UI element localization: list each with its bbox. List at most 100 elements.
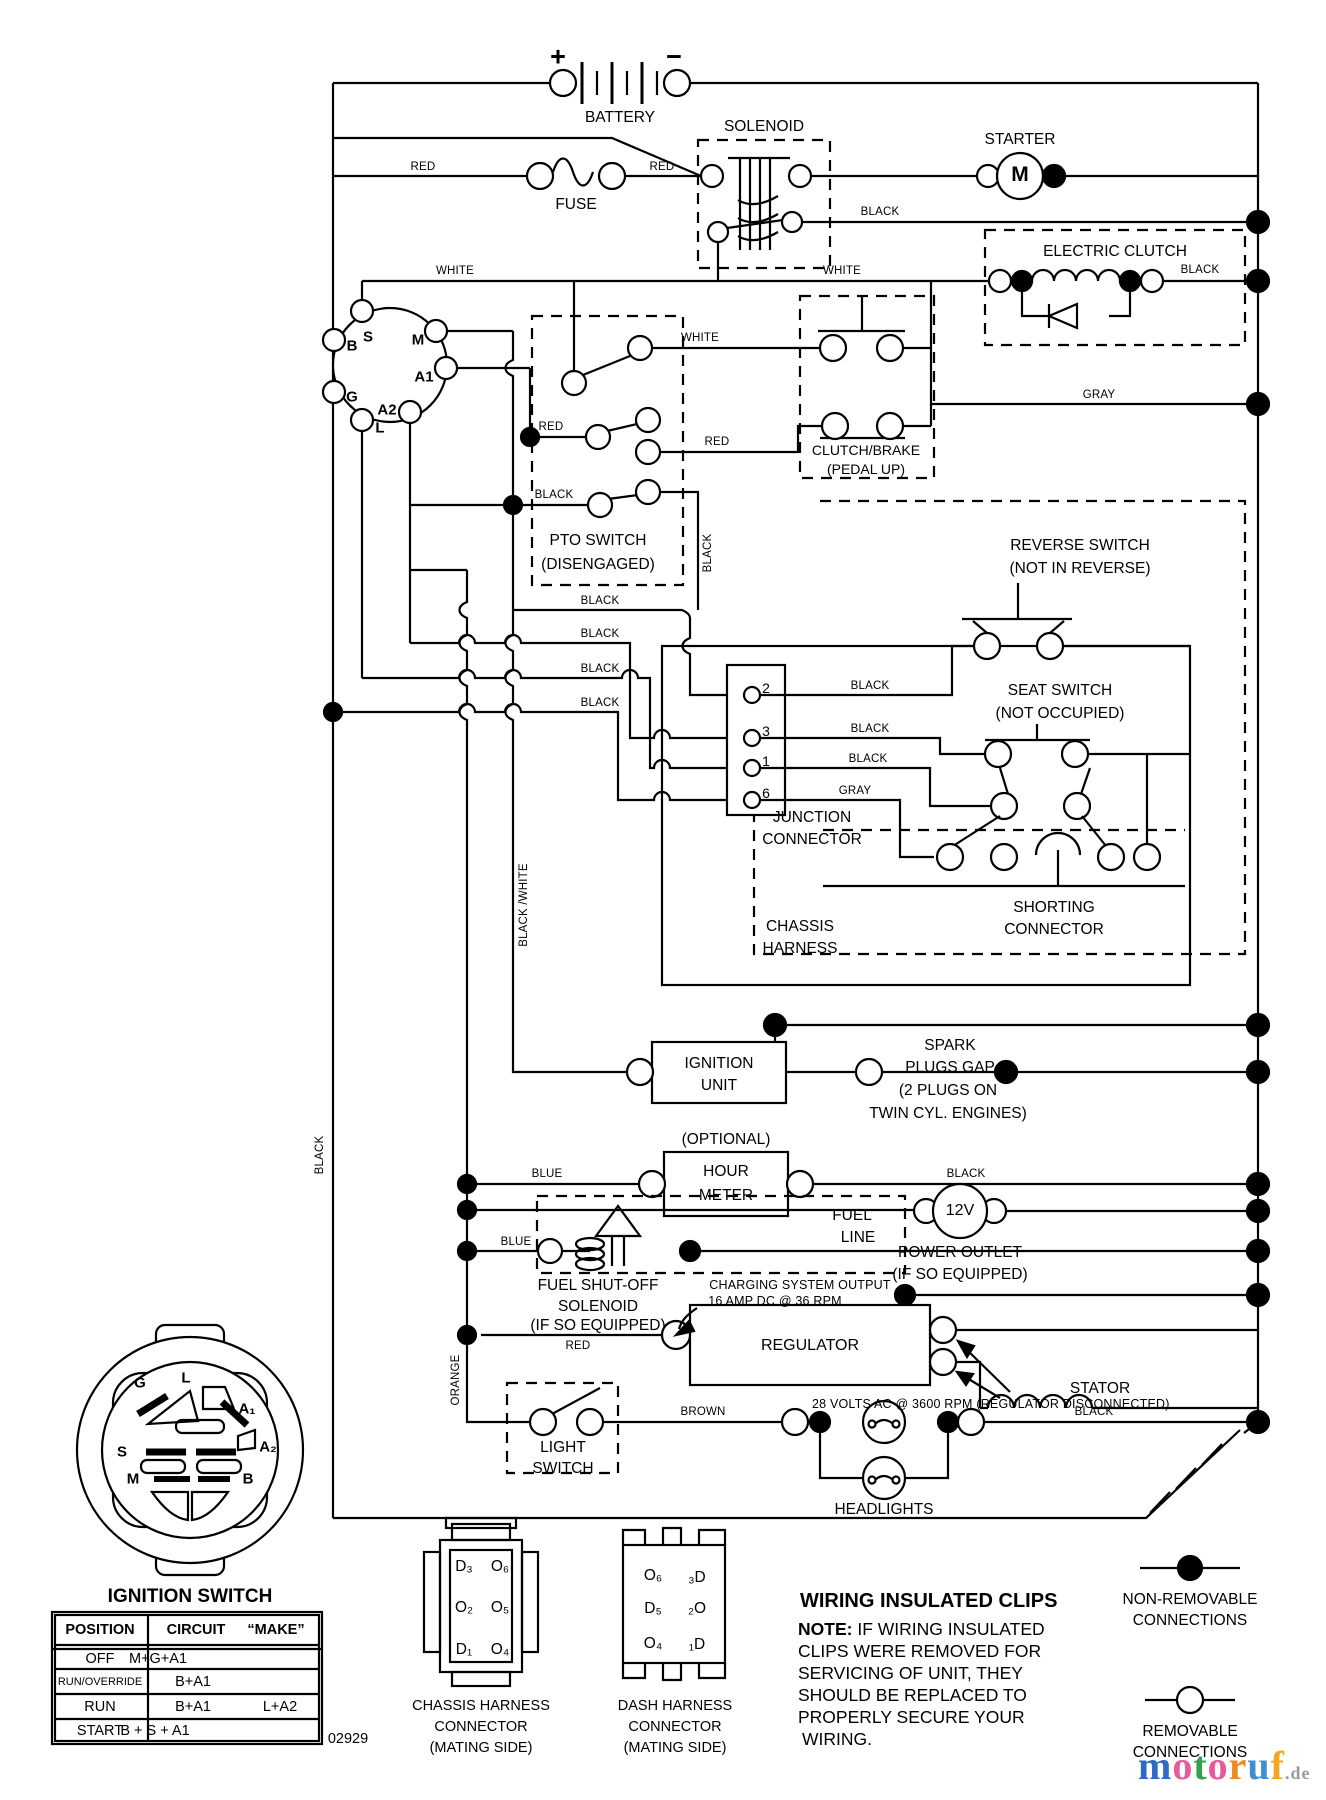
light-switch-label-2: SWITCH — [532, 1460, 594, 1477]
reverse-label-2: (NOT IN REVERSE) — [1009, 560, 1151, 577]
reverse-symbol — [962, 583, 1190, 661]
charging-label-1: CHARGING SYSTEM OUTPUT — [709, 1278, 891, 1292]
dash-pin-d5: D₅ — [644, 1600, 662, 1617]
hour-meter-symbol — [467, 1150, 1258, 1218]
chassis-conn-label-3: (MATING SIDE) — [429, 1740, 533, 1756]
wire-bundle — [322, 608, 744, 802]
charging-label-2: 16 AMP DC @ 36 RPM — [708, 1294, 842, 1308]
wire-gray-pin6: GRAY — [838, 785, 872, 797]
brand-tld: .de — [1285, 1763, 1311, 1783]
ignition-unit-label-2: UNIT — [700, 1077, 738, 1094]
chassis-pin-o6: O₆ — [490, 1558, 510, 1575]
headlights-label: HEADLIGHTS — [834, 1501, 934, 1518]
clips-line-1-text: IF WIRING INSULATED — [857, 1619, 1045, 1639]
ign-terminal-s: S — [362, 328, 374, 346]
table-lines — [50, 1610, 324, 1746]
outlet-symbol — [467, 1182, 1258, 1240]
wire-black-white: BLACK /WHITE — [518, 863, 530, 947]
chassis-outline-box — [660, 644, 1192, 987]
power-rails — [331, 81, 1260, 1520]
battery-plus: + — [550, 41, 566, 72]
orange-rail — [456, 570, 530, 1424]
brand-letter: o — [1172, 1743, 1194, 1788]
starter-label: STARTER — [984, 131, 1056, 148]
clutch-brake-label-2: (PEDAL UP) — [826, 461, 906, 477]
wire-white-1: WHITE — [435, 265, 475, 277]
battery-minus: − — [666, 41, 682, 72]
clips-line-4: SHOULD BE REPLACED TO — [798, 1685, 1027, 1705]
junction-pin-6: 6 — [762, 785, 770, 801]
wire-red-2: RED — [649, 161, 675, 173]
battery-symbol — [548, 62, 692, 104]
seat-label-2: (NOT OCCUPIED) — [995, 705, 1125, 722]
brand-letter: t — [1193, 1743, 1208, 1788]
doc-number: 02929 — [327, 1731, 369, 1747]
chassis-harness-box — [752, 499, 1247, 956]
chassis-pin-d1: D₁ — [455, 1641, 473, 1658]
fuel-line-label-1: FUEL — [832, 1207, 872, 1224]
junction-label-1: JUNCTION — [772, 809, 852, 826]
ignition-face-symbol — [75, 1323, 305, 1577]
chassis-conn-symbol — [422, 1516, 540, 1688]
fuel-line-label-2: LINE — [840, 1229, 876, 1246]
brand-letter: f — [1270, 1743, 1285, 1788]
spark-label-2: PLUGS GAP — [905, 1059, 995, 1076]
clutch-brake-label-1: CLUTCH/BRAKE — [811, 442, 921, 458]
table-header-circuit: CIRCUIT — [166, 1622, 226, 1638]
spark-label-1: SPARK — [924, 1037, 976, 1054]
wire-black-pin3: BLACK — [850, 723, 890, 735]
chassis-label-2: HARNESS — [762, 940, 838, 957]
table-row-off-circuit: M+G+A1 — [128, 1651, 188, 1667]
hour-meter-label-2: METER — [698, 1187, 754, 1204]
electric-clutch-symbol — [983, 228, 1258, 347]
table-row-run-circuit-2: L+A2 — [262, 1699, 298, 1715]
ignition-circle-symbol — [321, 298, 459, 433]
chassis-pin-d3: D₃ — [455, 1558, 473, 1575]
wire-black-bundle-4: BLACK — [580, 697, 620, 709]
outlet-voltage: 12V — [945, 1202, 975, 1219]
wire-black-bundle-3: BLACK — [580, 663, 620, 675]
dash-pin-1d: ₁D — [688, 1636, 706, 1653]
starter-motor-letter: M — [1011, 163, 1029, 186]
face-s: S — [116, 1443, 128, 1461]
wire-black-pin2: BLACK — [850, 680, 890, 692]
face-m: M — [126, 1470, 140, 1488]
wire-black-pin1: BLACK — [848, 753, 888, 765]
starter-symbol — [811, 151, 1258, 201]
table-row-runoverride: RUN/OVERRIDE — [57, 1676, 143, 1688]
wire-blue-fuel: BLUE — [500, 1236, 532, 1248]
legend-symbols — [1140, 1554, 1240, 1715]
wire-red-1: RED — [410, 161, 436, 173]
outlet-label-2: (IF SO EQUIPPED) — [892, 1266, 1028, 1283]
stator-label: STATOR — [1069, 1380, 1131, 1397]
dash-conn-label-3: (MATING SIDE) — [623, 1740, 727, 1756]
fuse-label: FUSE — [555, 196, 597, 213]
volts-note: 28 VOLTS AC @ 3600 RPM (REGULATOR DISCON… — [812, 1397, 1170, 1411]
dash-pin-3d: ₃D — [688, 1569, 706, 1586]
seat-label-1: SEAT SWITCH — [1007, 682, 1113, 699]
wire-black-clutch: BLACK — [1180, 264, 1220, 276]
ign-terminal-g: G — [346, 388, 358, 406]
rail-dots — [1245, 209, 1271, 1308]
chassis-pin-o5: O₅ — [490, 1599, 510, 1616]
wire-black-vert: BLACK — [702, 533, 714, 573]
clips-note-bold: NOTE: — [798, 1619, 853, 1639]
solenoid-label: SOLENOID — [723, 118, 805, 135]
reverse-label-1: REVERSE SWITCH — [1010, 537, 1150, 554]
wire-brown: BROWN — [680, 1406, 726, 1418]
hour-meter-label-1: HOUR — [703, 1163, 749, 1180]
clips-line-5: PROPERLY SECURE YOUR — [798, 1707, 1025, 1727]
dash-pin-o4: O₄ — [643, 1635, 663, 1652]
clutch-brake-symbol — [798, 294, 936, 480]
clips-line-3: SERVICING OF UNIT, THEY — [798, 1663, 1023, 1683]
wire-white-2: WHITE — [822, 265, 862, 277]
clips-heading: WIRING INSULATED CLIPS — [800, 1590, 1058, 1612]
ign-terminal-b: B — [346, 337, 358, 355]
shorting-label-1: SHORTING — [1013, 899, 1095, 916]
face-g: G — [134, 1374, 146, 1392]
regulator-label: REGULATOR — [760, 1337, 860, 1354]
dash-conn-label-1: DASH HARNESS — [617, 1698, 733, 1714]
table-header-make: “MAKE” — [247, 1622, 305, 1638]
face-a2: A₂ — [259, 1438, 277, 1456]
